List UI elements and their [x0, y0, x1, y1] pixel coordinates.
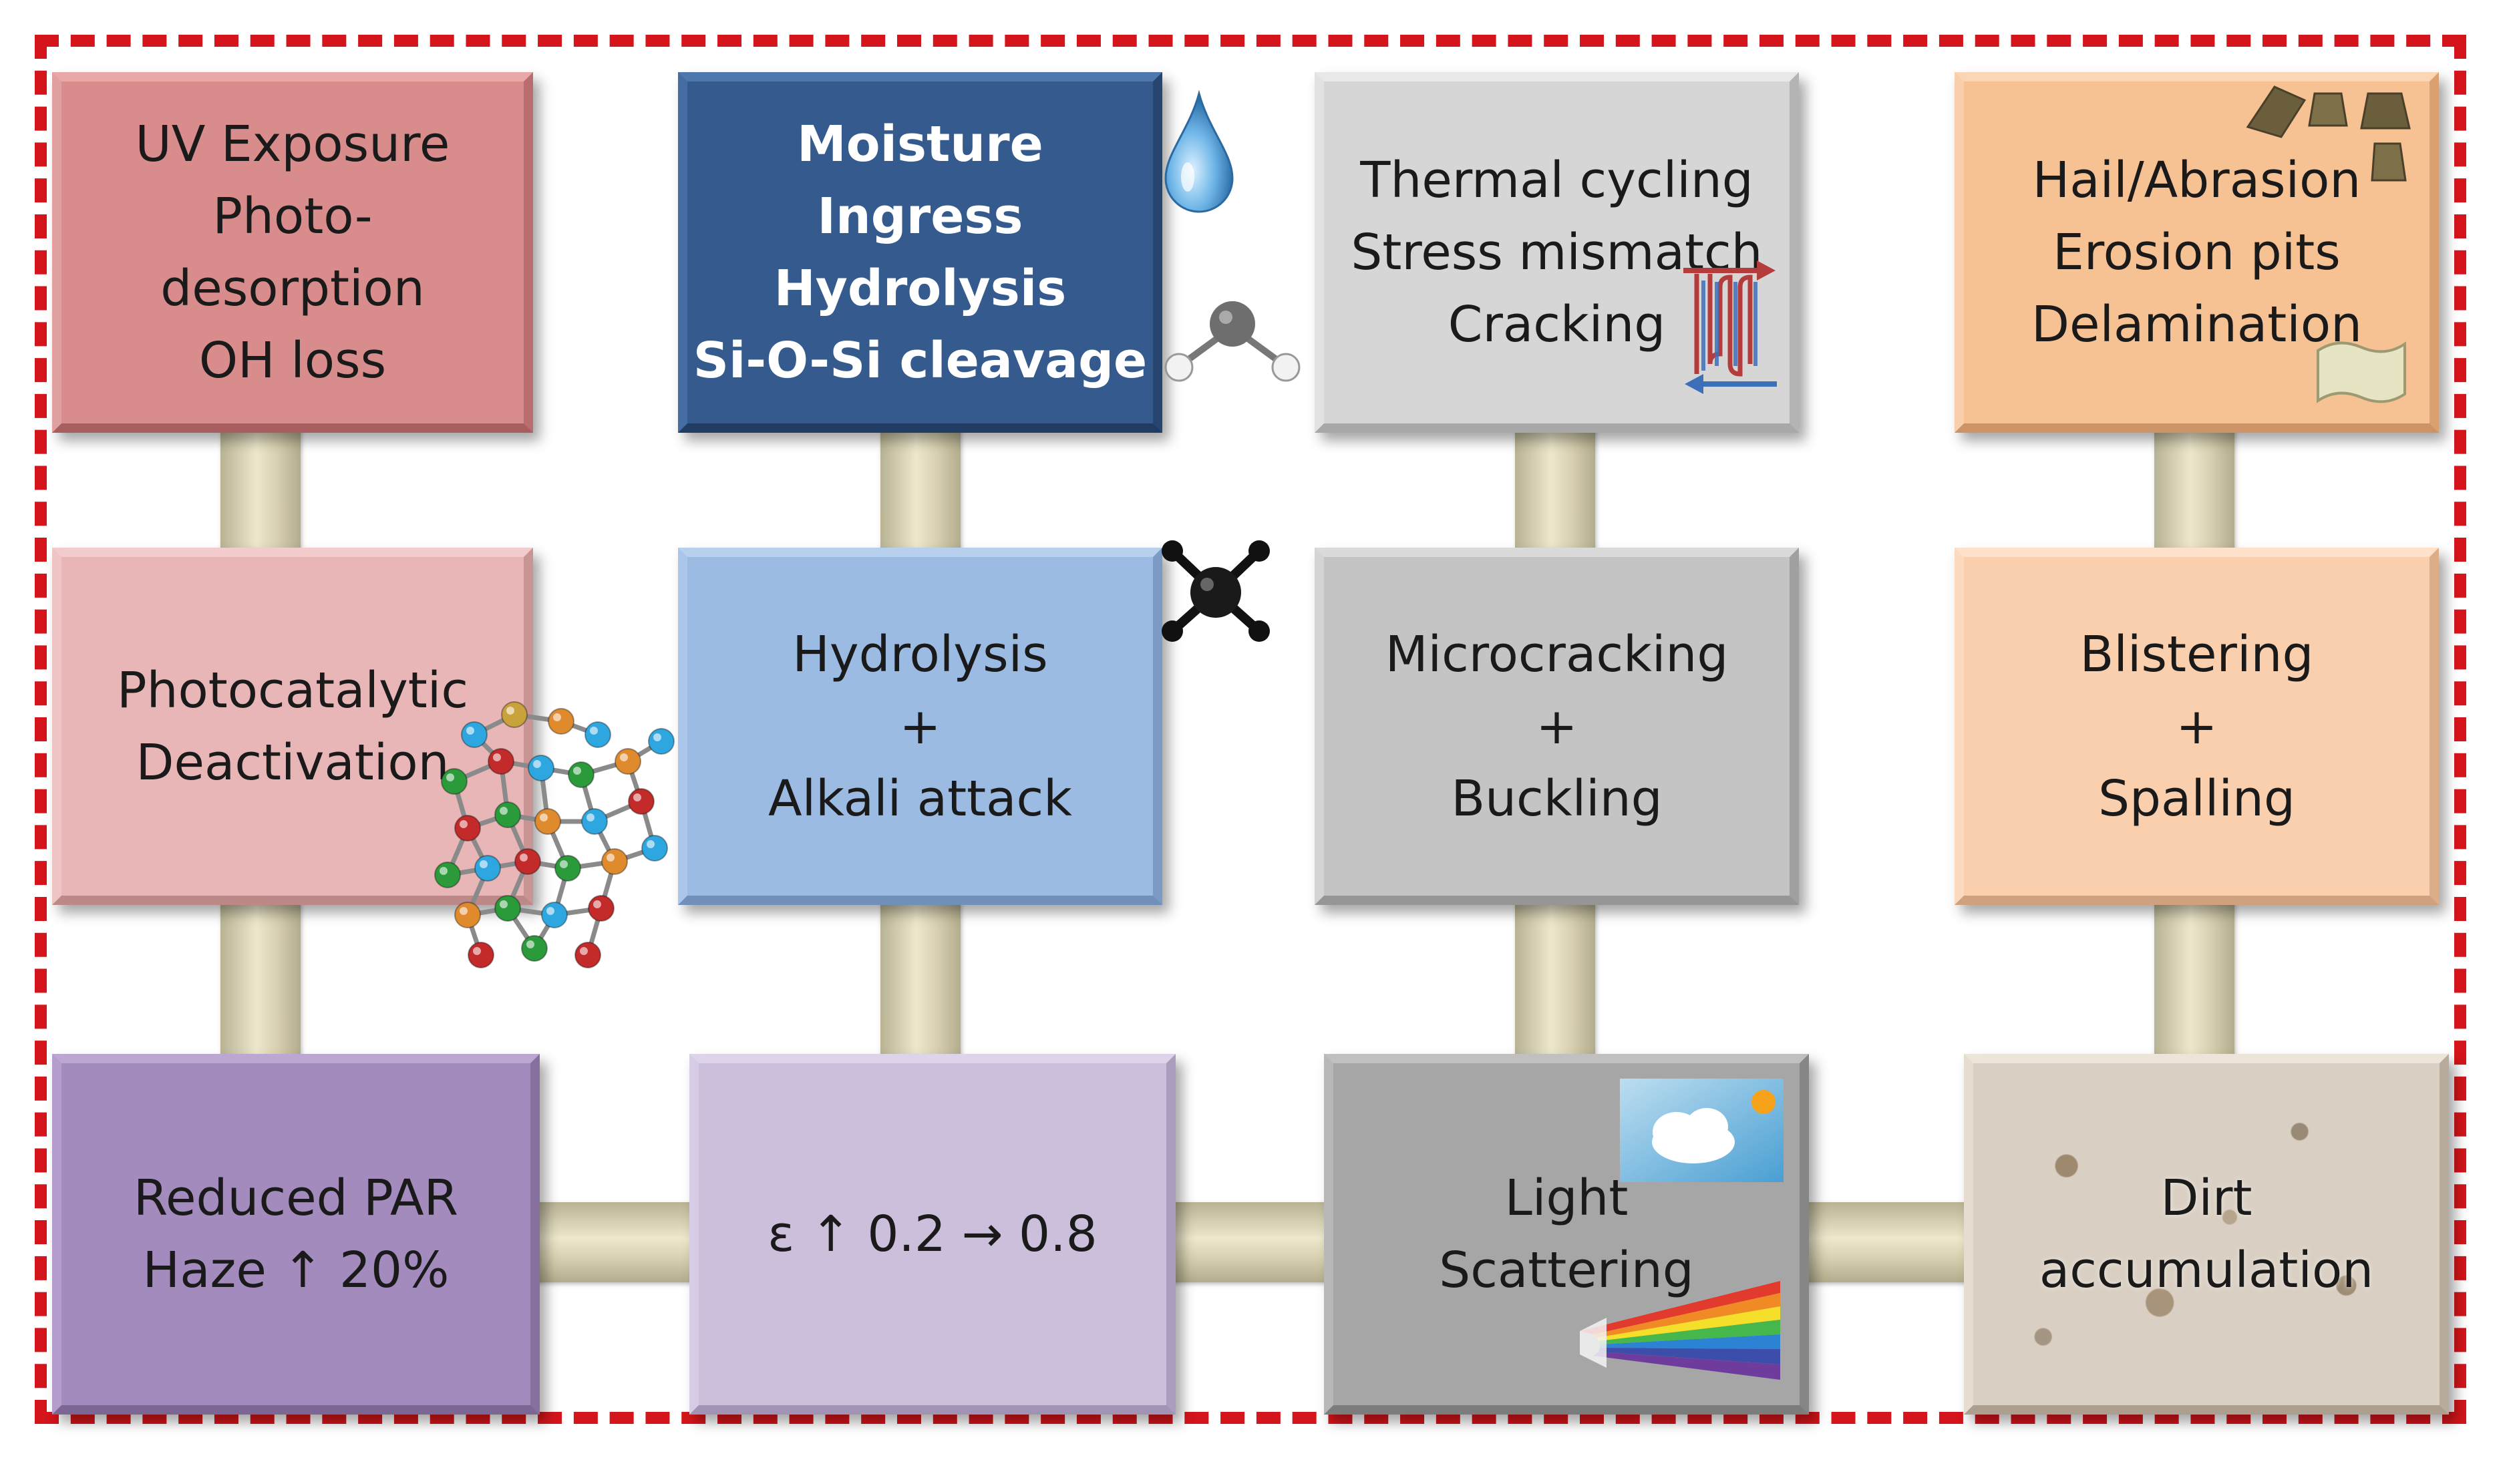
connector-col2-top — [880, 427, 961, 554]
blistering-spalling-box: Blistering + Spalling — [1955, 548, 2439, 905]
blist-line-1: Blistering — [2079, 625, 2314, 683]
emissivity-box: ε ↑ 0.2 → 0.8 — [689, 1054, 1176, 1415]
connector-col3-bottom — [1515, 902, 1595, 1059]
micro-line-1: Microcracking — [1385, 625, 1729, 683]
moisture-ingress-box: Moisture Ingress Hydrolysis Si-O-Si clea… — [678, 72, 1162, 433]
light-line-1: Light — [1504, 1169, 1629, 1227]
uv-line-1: UV Exposure — [135, 116, 450, 173]
thermal-line-1: Thermal cycling — [1360, 152, 1753, 209]
photocatalytic-deactivation-box: Photocatalytic Deactivation — [52, 548, 533, 905]
uv-exposure-box: UV Exposure Photo- desorption OH loss — [52, 72, 533, 433]
thermal-cycling-box: Thermal cycling Stress mismatch Cracking — [1315, 72, 1799, 433]
water-drop-icon — [1164, 90, 1234, 213]
connector-col2-bottom — [880, 902, 961, 1059]
dashed-frame — [35, 35, 2466, 1424]
reduced-par-box: Reduced PAR Haze ↑ 20% — [52, 1054, 540, 1415]
connector-col1-top — [220, 427, 301, 554]
blist-line-3: Spalling — [2098, 769, 2295, 827]
photo-line-1: Photocatalytic — [116, 661, 469, 719]
moisture-line-3: Si-O-Si cleavage — [693, 332, 1148, 389]
moisture-line-1: Moisture Ingress — [797, 116, 1043, 245]
film-sheet-icon — [2317, 341, 2406, 403]
hydro-line-1: Hydrolysis — [792, 625, 1048, 683]
light-line-2: Scattering — [1439, 1242, 1694, 1299]
connector-col1-bottom — [220, 902, 301, 1059]
water-molecule-icon — [1164, 301, 1301, 382]
eps-line-1: ε ↑ 0.2 → 0.8 — [768, 1205, 1098, 1263]
connector-col4-top — [2154, 427, 2234, 554]
dirt-line-1: Dirt — [2160, 1169, 2252, 1227]
connector-row3-2 — [1170, 1202, 1329, 1282]
hydro-line-3: Alkali attack — [768, 769, 1072, 827]
connector-row3-1 — [534, 1202, 695, 1282]
photo-line-2: Deactivation — [136, 733, 450, 791]
par-line-1: Reduced PAR — [133, 1169, 459, 1227]
par-line-2: Haze ↑ 20% — [142, 1242, 450, 1299]
heat-exchanger-icon — [1683, 260, 1777, 394]
spectrum-prism-icon — [1580, 1281, 1780, 1380]
uv-line-4: OH loss — [198, 332, 387, 389]
connector-col4-bottom — [2154, 902, 2234, 1059]
molecule-network-icon — [434, 701, 675, 968]
uv-line-2: Photo- — [212, 188, 373, 245]
microcracking-buckling-box: Microcracking + Buckling — [1315, 548, 1799, 905]
micro-line-2: + — [1536, 697, 1578, 755]
hail-stones-icon — [2246, 85, 2411, 182]
connector-col3-top — [1515, 427, 1595, 554]
thermal-line-3: Cracking — [1448, 296, 1666, 353]
hydrolysis-alkali-box: Hydrolysis + Alkali attack — [678, 548, 1162, 905]
hail-line-1: Hail/Abrasion — [2032, 152, 2361, 209]
hail-line-2: Erosion pits — [2053, 224, 2341, 281]
moisture-line-2: Hydrolysis — [774, 260, 1067, 317]
sun-cloud-icon — [1620, 1079, 1784, 1182]
blist-line-2: + — [2176, 697, 2218, 755]
micro-line-3: Buckling — [1451, 769, 1663, 827]
tetrahedral-molecule-icon — [1162, 540, 1270, 642]
dirt-accumulation-box: Dirt accumulation — [1964, 1054, 2449, 1415]
hydro-line-2: + — [899, 697, 941, 755]
uv-line-3: desorption — [160, 260, 425, 317]
connector-row3-3 — [1804, 1202, 1969, 1282]
hail-line-3: Delamination — [2031, 296, 2363, 353]
dirt-line-2: accumulation — [2039, 1242, 2374, 1299]
